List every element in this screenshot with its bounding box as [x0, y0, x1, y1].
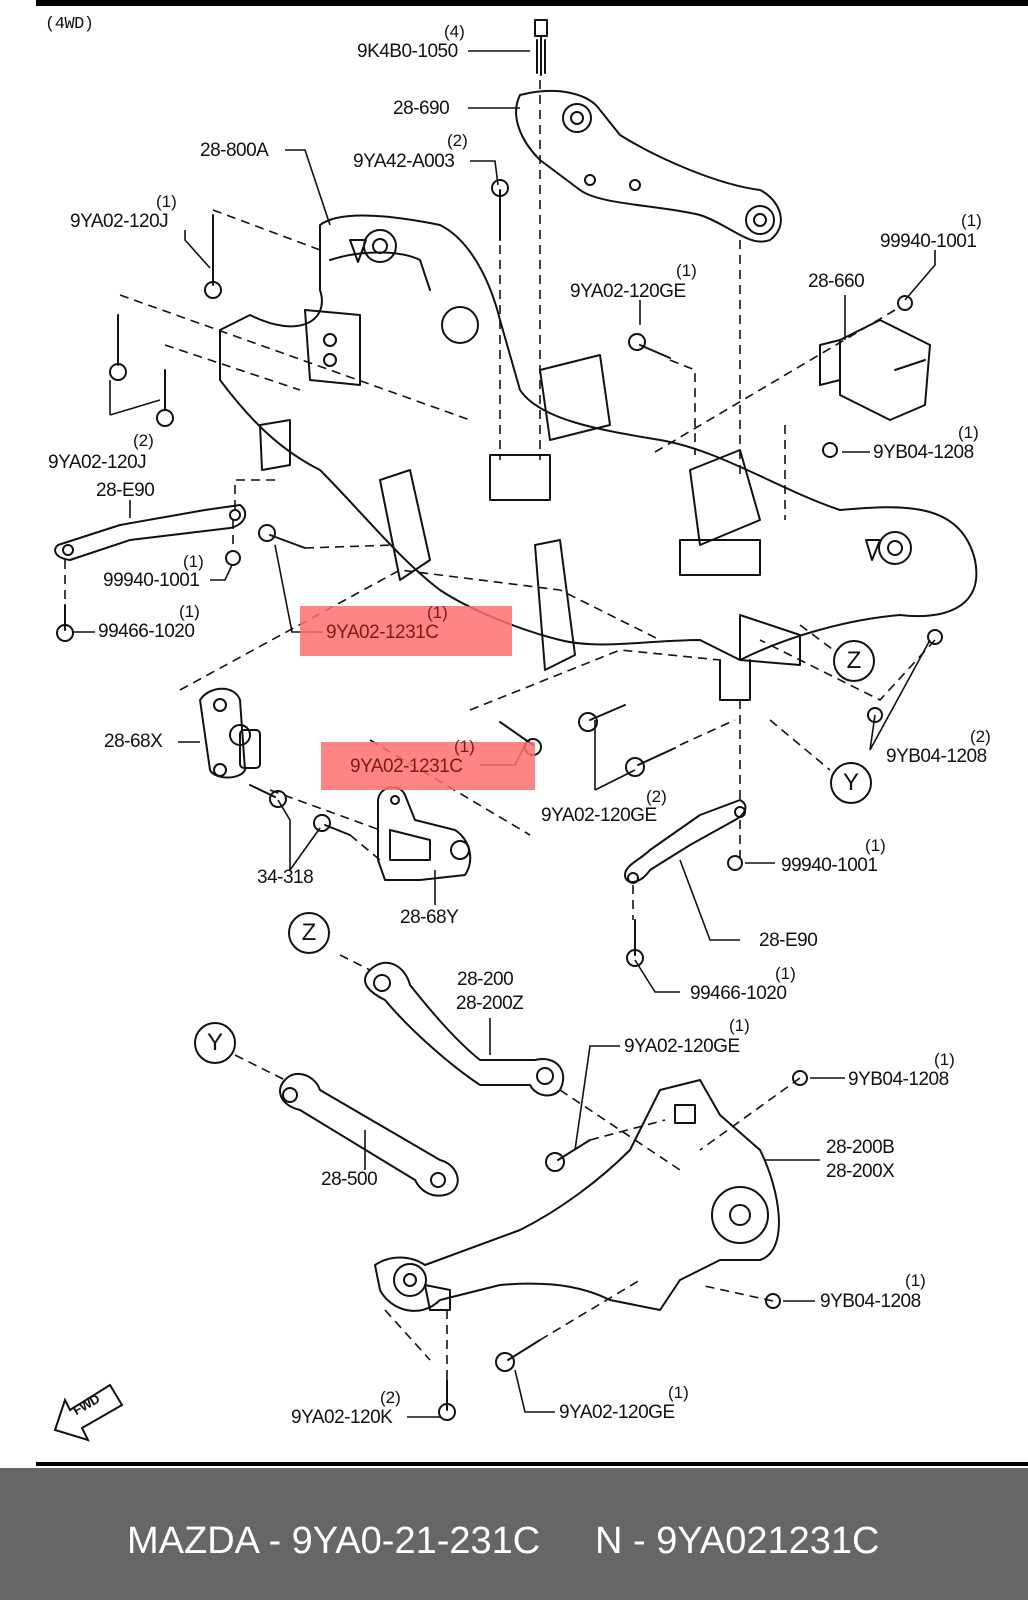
callout-part-9yb04-1208[interactable]: 9YB04-1208	[873, 442, 974, 463]
callout-qty: (1)	[865, 836, 886, 855]
callout-qty: (1)	[179, 602, 200, 621]
reference-marker-y[interactable]: Y	[194, 1022, 236, 1064]
highlight-box-upper	[300, 606, 512, 656]
reference-marker-y[interactable]: Y	[830, 762, 872, 804]
exploded-parts-diagram	[53, 19, 978, 1442]
footer-normalized-part-number: N - 9YA021231C	[595, 1520, 880, 1562]
callout-part-28-660[interactable]: 28-660	[808, 271, 865, 292]
callout-qty: (1)	[183, 552, 204, 571]
part-28-200	[364, 961, 565, 1097]
callout-part-28-690[interactable]: 28-690	[393, 98, 450, 119]
callout-part-99940-1001[interactable]: 99940-1001	[880, 231, 977, 252]
callout-qty: (2)	[970, 727, 991, 746]
callout-qty: (1)	[156, 192, 177, 211]
footer-brand-part-number: MAZDA - 9YA0-21-231C	[127, 1520, 541, 1562]
highlight-box-lower	[321, 742, 535, 790]
reference-marker-z[interactable]: Z	[288, 912, 330, 954]
top-border	[36, 0, 1028, 6]
callout-qty: (1)	[775, 964, 796, 983]
callout-part-28-800a[interactable]: 28-800A	[200, 140, 269, 161]
callout-part-99466-1020[interactable]: 99466-1020	[690, 983, 787, 1004]
callout-qty: (1)	[668, 1383, 689, 1402]
callout-part-9k4b0-1050[interactable]: 9K4B0-1050	[357, 41, 458, 62]
callout-part-9ya02-120ge[interactable]: 9YA02-120GE	[624, 1036, 740, 1057]
callout-part-28-200b[interactable]: 28-200B	[826, 1137, 895, 1158]
callout-part-28-200[interactable]: 28-200	[457, 969, 514, 990]
callout-qty: (1)	[905, 1271, 926, 1290]
part-28-200b-knuckle	[374, 1079, 780, 1312]
callout-part-9ya02-120k[interactable]: 9YA02-120K	[291, 1407, 393, 1428]
callout-part-34-318[interactable]: 34-318	[257, 867, 314, 888]
callout-part-99940-1001[interactable]: 99940-1001	[103, 570, 200, 591]
bottom-border	[36, 1462, 1028, 1466]
part-28-690	[515, 89, 782, 243]
callout-part-9ya02-1231c-highlighted[interactable]: 9YA02-1231C	[326, 622, 439, 643]
part-28-500	[279, 1072, 459, 1197]
part-28-e90-left	[54, 504, 247, 561]
callout-part-9ya02-120j[interactable]: 9YA02-120J	[70, 211, 169, 232]
part-28-800a-subframe	[219, 214, 978, 661]
bolt-generic-group	[56, 179, 676, 1421]
callout-part-28-68x[interactable]: 28-68X	[104, 731, 163, 752]
callout-part-28-e90[interactable]: 28-E90	[759, 930, 818, 951]
callout-qty: (4)	[444, 22, 465, 41]
callout-qty: (1)	[958, 423, 979, 442]
callout-qty: (1)	[676, 261, 697, 280]
callout-part-9ya02-120ge[interactable]: 9YA02-120GE	[559, 1402, 675, 1423]
callout-qty: (2)	[447, 131, 468, 150]
bolt-9k4b0-1050	[534, 19, 548, 76]
callout-part-28-500[interactable]: 28-500	[321, 1169, 378, 1190]
callout-part-99940-1001[interactable]: 99940-1001	[781, 855, 878, 876]
callout-qty: (1)	[454, 737, 475, 756]
callout-part-99466-1020[interactable]: 99466-1020	[98, 621, 195, 642]
callout-part-9ya02-1231c-highlighted[interactable]: 9YA02-1231C	[350, 756, 463, 777]
reference-marker-z[interactable]: Z	[833, 640, 875, 682]
nut-generic-group	[225, 295, 943, 1309]
callout-qty: (2)	[646, 787, 667, 806]
callout-part-9ya02-120j[interactable]: 9YA02-120J	[48, 452, 147, 473]
part-28-660	[839, 319, 931, 421]
callout-part-9yb04-1208[interactable]: 9YB04-1208	[886, 746, 987, 767]
callout-part-9ya02-120ge[interactable]: 9YA02-120GE	[570, 281, 686, 302]
callout-qty: (2)	[380, 1388, 401, 1407]
callout-part-28-68y[interactable]: 28-68Y	[400, 907, 459, 928]
callout-qty: (2)	[133, 431, 154, 450]
callout-qty: (1)	[729, 1016, 750, 1035]
callout-part-9yb04-1208[interactable]: 9YB04-1208	[848, 1069, 949, 1090]
fwd-arrow-icon	[53, 1383, 124, 1442]
callout-part-28-e90[interactable]: 28-E90	[96, 480, 155, 501]
callout-qty: (1)	[961, 211, 982, 230]
callout-part-9yb04-1208[interactable]: 9YB04-1208	[820, 1291, 921, 1312]
callout-part-28-200z[interactable]: 28-200Z	[456, 993, 524, 1014]
callout-part-9ya02-120ge[interactable]: 9YA02-120GE	[541, 805, 657, 826]
variant-label: (4WD)	[45, 15, 94, 34]
part-number-footer: MAZDA - 9YA0-21-231C N - 9YA021231C	[0, 1468, 1028, 1600]
callout-part-9ya42-a003[interactable]: 9YA42-A003	[353, 151, 455, 172]
callout-part-28-200x[interactable]: 28-200X	[826, 1161, 895, 1182]
callout-qty: (1)	[427, 603, 448, 622]
callout-qty: (1)	[934, 1050, 955, 1069]
